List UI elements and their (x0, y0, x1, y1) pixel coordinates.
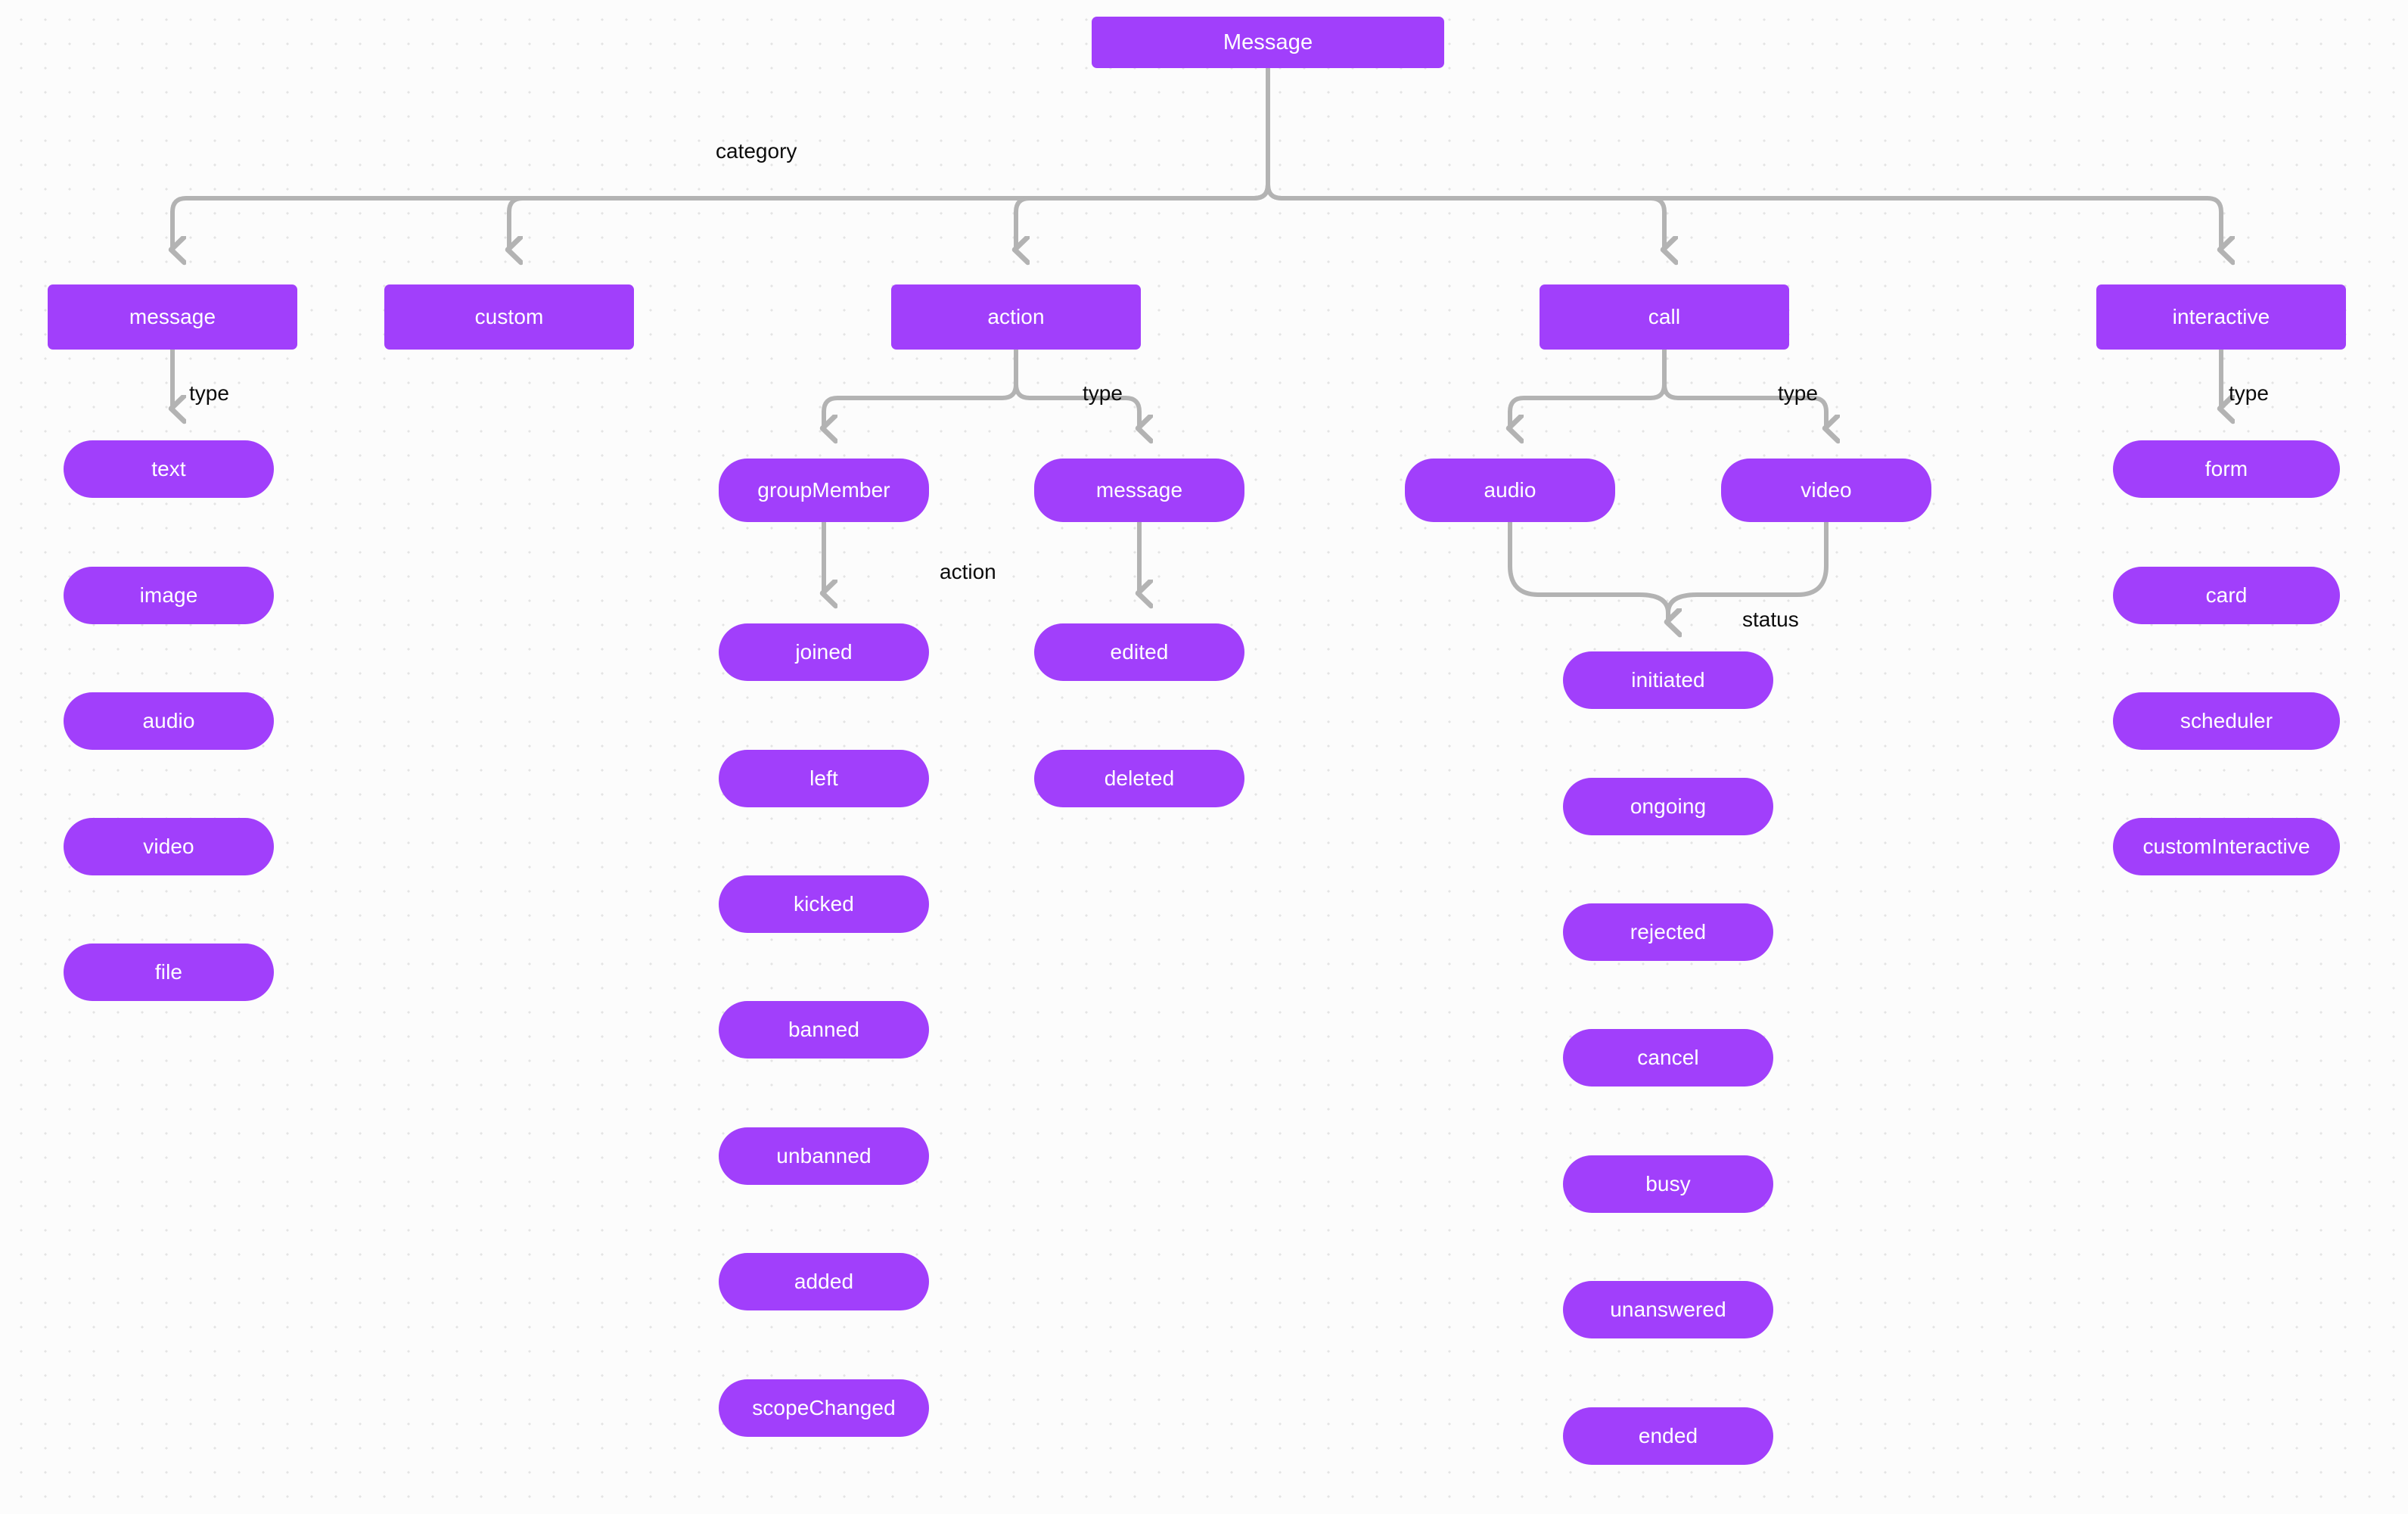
node-message-action-edited[interactable]: edited (1034, 623, 1244, 681)
edge-call (1266, 182, 1664, 250)
edge-interactive (1266, 182, 2221, 250)
node-groupmember-action-banned[interactable]: banned (719, 1001, 929, 1059)
edge-action-groupmember (824, 347, 1018, 428)
node-message-type-audio[interactable]: audio (64, 692, 274, 750)
node-groupmember-action-scopechanged[interactable]: scopeChanged (719, 1379, 929, 1437)
edge-action (1016, 182, 1270, 250)
node-call-status-busy[interactable]: busy (1563, 1155, 1773, 1213)
node-message-type-image[interactable]: image (64, 567, 274, 624)
node-interactive-type-card[interactable]: card (2113, 567, 2340, 624)
node-groupmember-action-added[interactable]: added (719, 1253, 929, 1310)
node-call-status-cancel[interactable]: cancel (1563, 1029, 1773, 1087)
node-message-type-video[interactable]: video (64, 818, 274, 875)
node-interactive-type-custominteractive[interactable]: customInteractive (2113, 818, 2340, 875)
edge-call-audio (1510, 347, 1667, 428)
edge-label-status: status (1742, 608, 1799, 631)
edge-custom (509, 182, 1270, 250)
node-message-action-deleted[interactable]: deleted (1034, 750, 1244, 807)
node-call-status-rejected[interactable]: rejected (1563, 903, 1773, 961)
node-category-custom[interactable]: custom (384, 284, 634, 350)
node-message-type-file[interactable]: file (64, 944, 274, 1001)
node-call-status-ongoing[interactable]: ongoing (1563, 778, 1773, 835)
node-category-message[interactable]: message (48, 284, 297, 350)
node-call-status-unanswered[interactable]: unanswered (1563, 1281, 1773, 1338)
node-groupmember-action-unbanned[interactable]: unbanned (719, 1127, 929, 1185)
edge-label-message-type: type (189, 381, 229, 405)
node-call-status-initiated[interactable]: initiated (1563, 651, 1773, 709)
node-message-root[interactable]: Message (1092, 17, 1444, 68)
edge-label-action-type: type (1083, 381, 1123, 405)
edge-message (172, 182, 1270, 250)
node-groupmember-action-left[interactable]: left (719, 750, 929, 807)
node-action-type-message[interactable]: message (1034, 459, 1244, 522)
node-interactive-type-scheduler[interactable]: scheduler (2113, 692, 2340, 750)
node-call-type-video[interactable]: video (1721, 459, 1931, 522)
node-category-interactive[interactable]: interactive (2096, 284, 2346, 350)
edge-audio-status (1508, 520, 1668, 622)
node-category-call[interactable]: call (1540, 284, 1789, 350)
edge-label-category: category (716, 139, 797, 163)
edge-label-call-type: type (1778, 381, 1818, 405)
node-groupmember-action-joined[interactable]: joined (719, 623, 929, 681)
node-message-type-text[interactable]: text (64, 440, 274, 498)
node-action-type-groupmember[interactable]: groupMember (719, 459, 929, 522)
edge-label-interactive-type: type (2229, 381, 2269, 405)
node-groupmember-action-kicked[interactable]: kicked (719, 875, 929, 933)
node-call-status-ended[interactable]: ended (1563, 1407, 1773, 1465)
node-category-action[interactable]: action (891, 284, 1141, 350)
edge-label-action: action (940, 560, 996, 583)
node-call-type-audio[interactable]: audio (1405, 459, 1615, 522)
node-interactive-type-form[interactable]: form (2113, 440, 2340, 498)
